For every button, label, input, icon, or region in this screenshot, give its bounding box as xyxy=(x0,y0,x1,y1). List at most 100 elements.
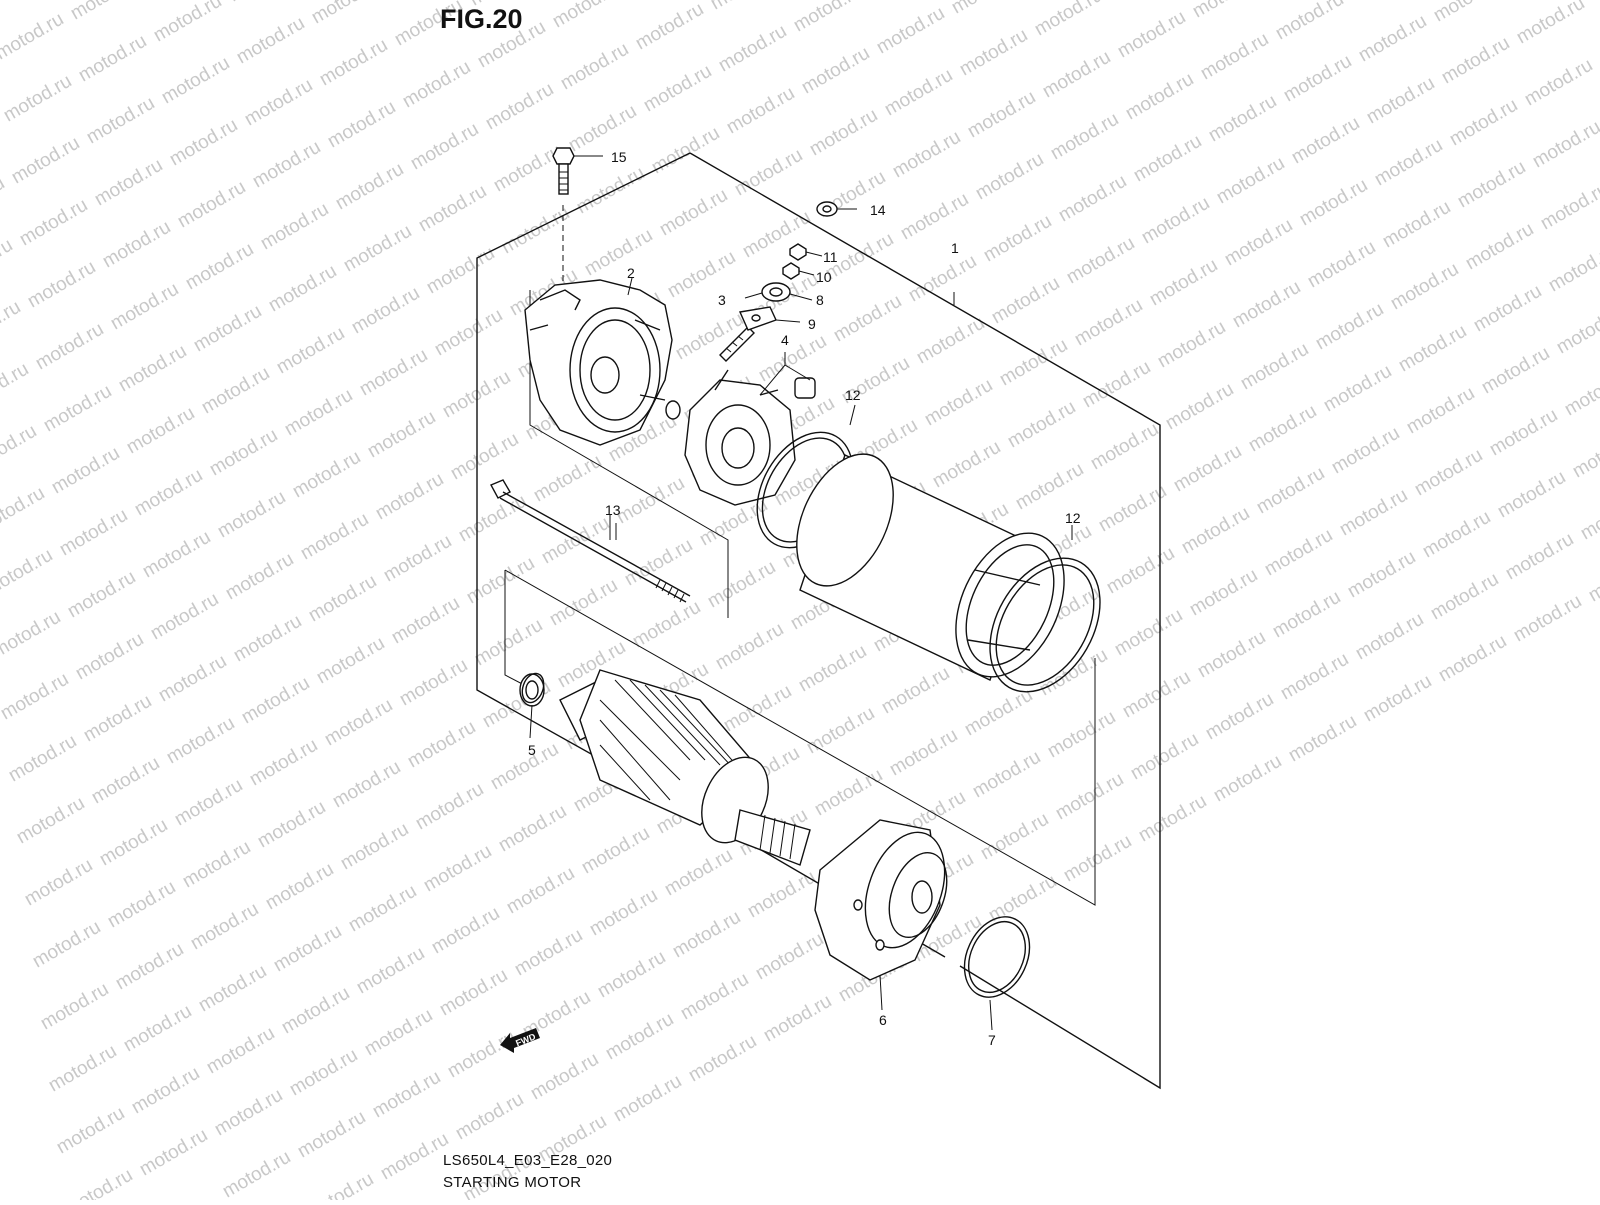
watermark-text: motod.ru xyxy=(1060,831,1135,887)
watermark-text: motod.ru xyxy=(664,247,739,303)
watermark-text: motod.ru xyxy=(905,251,980,307)
watermark-text: motod.ru xyxy=(712,619,787,675)
watermark-text: motod.ru xyxy=(214,487,289,543)
watermark-text: motod.ru xyxy=(0,9,67,65)
watermark-text: motod.ru xyxy=(803,703,878,759)
callout-3: 3 xyxy=(718,292,726,308)
watermark-text: motod.ru xyxy=(1261,525,1336,581)
watermark-text: motod.ru xyxy=(415,181,490,237)
callout-6: 6 xyxy=(879,1012,887,1028)
watermark-text: motod.ru xyxy=(1352,609,1427,665)
watermark-text: motod.ru xyxy=(463,553,538,609)
figure-title: FIG.20 xyxy=(440,4,523,35)
watermark-text: motod.ru xyxy=(147,589,222,645)
watermark-text: motod.ru xyxy=(0,173,8,229)
watermark-text: motod.ru xyxy=(356,345,431,401)
watermark-text: motod.ru xyxy=(1272,0,1347,44)
watermark-text: motod.ru xyxy=(1194,627,1269,683)
watermark-text: motod.ru xyxy=(1210,751,1285,807)
watermark-text: motod.ru xyxy=(1312,299,1387,355)
watermark-text: motod.ru xyxy=(273,323,348,379)
watermark-text: motod.ru xyxy=(1529,117,1600,173)
watermark-text: motod.ru xyxy=(1494,467,1569,523)
watermark-text: motod.ru xyxy=(364,407,439,463)
watermark-text: motod.ru xyxy=(527,1049,602,1105)
watermark-text: motod.ru xyxy=(8,133,83,189)
watermark-text: motod.ru xyxy=(1427,569,1502,625)
watermark-text: motod.ru xyxy=(1135,791,1210,847)
watermark-text: motod.ru xyxy=(233,13,308,69)
watermark-text: motod.ru xyxy=(961,685,1036,741)
watermark-text: motod.ru xyxy=(136,1125,211,1181)
watermark-text: motod.ru xyxy=(1328,423,1403,479)
watermark-text: motod.ru xyxy=(704,557,779,613)
watermark-text: motod.ru xyxy=(0,0,59,2)
watermark-text: motod.ru xyxy=(316,35,391,91)
watermark-text: motod.ru xyxy=(578,823,653,879)
watermark-text: motod.ru xyxy=(1055,171,1130,227)
watermark-text: motod.ru xyxy=(428,903,503,959)
watermark-text: motod.ru xyxy=(565,101,640,157)
watermark-text: motod.ru xyxy=(1036,645,1111,701)
watermark-text: motod.ru xyxy=(348,283,423,339)
watermark-text: motod.ru xyxy=(128,1063,203,1119)
watermark-text: motod.ru xyxy=(5,731,80,787)
watermark-text: motod.ru xyxy=(0,359,32,415)
watermark-text: motod.ru xyxy=(48,443,123,499)
watermark-text: motod.ru xyxy=(24,257,99,313)
watermark-text: motod.ru xyxy=(337,819,412,875)
watermark-text: motod.ru xyxy=(187,899,262,955)
watermark-text: motod.ru xyxy=(455,491,530,547)
watermark-text: motod.ru xyxy=(806,105,881,161)
watermark-text: motod.ru xyxy=(1320,361,1395,417)
watermark-text: motod.ru xyxy=(873,3,948,59)
watermark-text: motod.ru xyxy=(1044,707,1119,763)
watermark-text: motod.ru xyxy=(0,297,24,353)
watermark-text: motod.ru xyxy=(1114,7,1189,63)
watermark-text: motod.ru xyxy=(498,203,573,259)
watermark-text: motod.ru xyxy=(1363,73,1438,129)
watermark-text: motod.ru xyxy=(1371,135,1446,191)
watermark-text: motod.ru xyxy=(640,61,715,117)
watermark-text: motod.ru xyxy=(1071,295,1146,351)
watermark-text: motod.ru xyxy=(150,0,225,46)
watermark-text: motod.ru xyxy=(1288,113,1363,169)
watermark-text: motod.ru xyxy=(340,221,415,277)
callout-15: 15 xyxy=(611,149,627,165)
watermark-text: motod.ru xyxy=(1280,51,1355,107)
watermark-text: motod.ru xyxy=(1285,711,1360,767)
watermark-text: motod.ru xyxy=(744,867,819,923)
watermark-text: motod.ru xyxy=(830,291,905,347)
watermark-text: motod.ru xyxy=(1119,667,1194,723)
watermark-text: motod.ru xyxy=(32,319,107,375)
watermark-text: motod.ru xyxy=(29,917,104,973)
watermark-text: motod.ru xyxy=(294,1107,369,1163)
watermark-text: motod.ru xyxy=(546,575,621,631)
callout-9: 9 xyxy=(808,316,816,332)
watermark-text: motod.ru xyxy=(996,335,1071,391)
watermark-text: motod.ru xyxy=(179,837,254,893)
callout-2: 2 xyxy=(627,265,635,281)
watermark-text: motod.ru xyxy=(158,53,233,109)
watermark-text: motod.ru xyxy=(1197,29,1272,85)
watermark-text: motod.ru xyxy=(230,611,305,667)
watermark-text: motod.ru xyxy=(123,403,198,459)
watermark-text: motod.ru xyxy=(166,115,241,171)
watermark-text: motod.ru xyxy=(1296,175,1371,231)
watermark-text: motod.ru xyxy=(487,739,562,795)
callout-12-lower: 12 xyxy=(1065,510,1081,526)
watermark-text: motod.ru xyxy=(1004,397,1079,453)
watermark-text: motod.ru xyxy=(324,97,399,153)
watermark-text: motod.ru xyxy=(1122,69,1197,125)
watermark-text: motod.ru xyxy=(549,0,624,32)
watermark-text: motod.ru xyxy=(302,1169,377,1200)
watermark-text: motod.ru xyxy=(731,145,806,201)
watermark-text: motod.ru xyxy=(1202,689,1277,745)
watermark-text: motod.ru xyxy=(83,93,158,149)
watermark-text: motod.ru xyxy=(412,779,487,835)
watermark-text: motod.ru xyxy=(163,713,238,769)
watermark-text: motod.ru xyxy=(948,0,1023,18)
watermark-text: motod.ru xyxy=(1454,157,1529,213)
